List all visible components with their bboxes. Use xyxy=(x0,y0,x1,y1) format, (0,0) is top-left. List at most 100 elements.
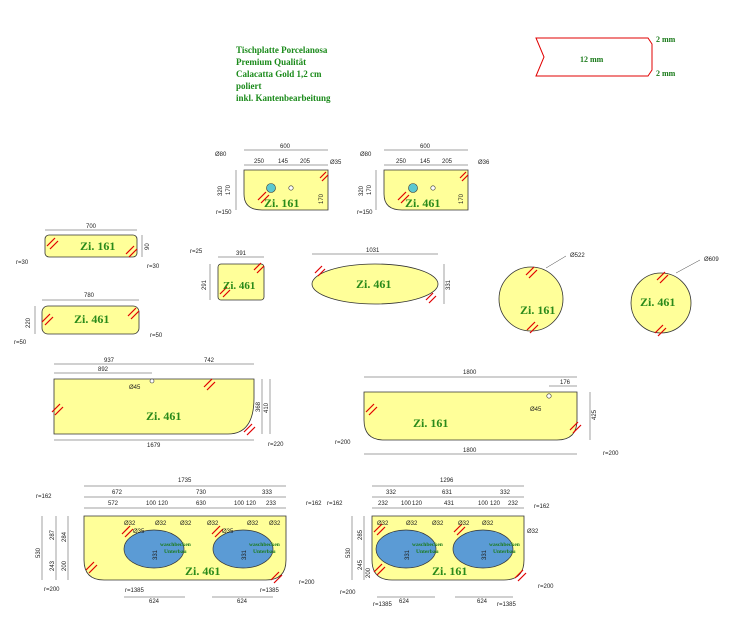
p1-hole2-label: Ø35 xyxy=(330,160,342,166)
p12-v2-label: 285 xyxy=(358,529,364,540)
edge-chamfer-bottom-label: 2 mm xyxy=(656,69,676,78)
p11-bottom2-label: 624 xyxy=(237,599,248,605)
p10-top-width-label: 1800 xyxy=(463,370,477,376)
p11-hole-5-label: Ø32 xyxy=(247,521,259,527)
p2-radius-label: r=150 xyxy=(357,210,373,216)
p9-room-label: Zi. 461 xyxy=(146,409,181,423)
p1-h3-label: 170 xyxy=(319,193,325,204)
p7-dia-label: Ø609 xyxy=(704,257,719,263)
p12-hole-4-label: Ø32 xyxy=(458,521,470,527)
p4-room-label: Zi. 461 xyxy=(223,280,255,292)
p11-basin1-text2: Unterbau xyxy=(164,549,187,555)
p6-room-label: Zi. 161 xyxy=(520,303,555,317)
basin-1 xyxy=(375,529,437,569)
p1-width-label: 600 xyxy=(280,144,291,150)
p11-radius-basin2-label: r=1385 xyxy=(260,588,280,594)
p11-d2-label: 730 xyxy=(196,490,207,496)
p11-total-label: 1735 xyxy=(178,478,192,484)
spec-line-finish: poliert xyxy=(236,81,262,91)
p12-s5-label: 100 xyxy=(478,501,489,507)
slab-piece-4: 391 291 r=25 Zi. 461 xyxy=(190,249,265,301)
p11-s6-label: 120 xyxy=(246,501,257,507)
p9-hole-offset-label: 892 xyxy=(98,367,109,373)
p10-hole-label: Ø45 xyxy=(530,407,542,413)
p2-hole2-label: Ø36 xyxy=(478,160,490,166)
p11-v4-label: 243 xyxy=(50,560,56,571)
p11-s1-label: 572 xyxy=(108,501,119,507)
p12-radius-right-label: r=200 xyxy=(538,584,554,590)
p11-radius-top-right-label: r=162 xyxy=(306,501,322,507)
basin-2 xyxy=(212,529,274,569)
p12-radius-basin1-label: r=1385 xyxy=(373,602,393,608)
p2-h2-label: 170 xyxy=(367,184,373,195)
p11-hole-1-label: Ø32 xyxy=(124,521,136,527)
p10-room-label: Zi. 161 xyxy=(413,416,448,430)
slab-piece-12: 1296 332 631 332 232 100 120 431 100 120… xyxy=(327,478,554,608)
p5-height-label: 331 xyxy=(446,279,452,290)
p12-v3-label: 245 xyxy=(358,559,364,570)
p12-basin1-h-label: 331 xyxy=(405,549,411,560)
faucet-hole-icon xyxy=(408,183,418,193)
p1-h2-label: 170 xyxy=(226,184,232,195)
p11-basin2-text2: Unterbau xyxy=(253,549,276,555)
p1-radius-label: r=150 xyxy=(216,210,232,216)
slab-piece-2: 600 250 145 205 Ø80 Ø36 r=150 320 170 17… xyxy=(357,144,490,216)
slab-piece-3: 700 90 r=30 r=30 Zi. 161 xyxy=(16,224,160,270)
p10-radius-right-label: r=200 xyxy=(603,451,619,457)
spec-line-edge: inkl. Kantenbearbeitung xyxy=(236,93,331,103)
p11-d1-label: 672 xyxy=(112,490,123,496)
p10-bottom-width-label: 1800 xyxy=(463,448,477,454)
p11-hole-3-label: Ø32 xyxy=(180,521,192,527)
spec-line-product: Tischplatte Porcelanosa xyxy=(236,45,328,55)
slab-piece-1: 600 250 145 205 Ø80 Ø35 r=150 320 170 17… xyxy=(215,144,342,216)
p2-dim3-label: 205 xyxy=(442,159,453,165)
p11-v2-label: 287 xyxy=(50,529,56,540)
p2-room-label: Zi. 461 xyxy=(405,196,440,210)
p10-hole-offset-label: 176 xyxy=(560,380,571,386)
slab-piece-5: 1031 331 Zi. 461 xyxy=(311,248,452,305)
p9-hole-label: Ø45 xyxy=(129,385,141,391)
slab-piece-7: Ø609 Zi. 461 xyxy=(630,257,719,337)
p12-basin1-text2: Unterbau xyxy=(416,549,439,555)
p1-dim2-label: 145 xyxy=(278,159,289,165)
p10-height-label: 425 xyxy=(592,409,598,420)
p3-height-label: 90 xyxy=(145,243,151,250)
spec-line-quality: Premium Qualität xyxy=(236,57,307,67)
p2-hole1-label: Ø80 xyxy=(360,152,372,158)
p12-s6-label: 120 xyxy=(490,501,501,507)
basin-1 xyxy=(123,529,185,569)
drain-hole-icon xyxy=(430,185,436,191)
p1-hole1-label: Ø80 xyxy=(215,152,227,158)
p1-dim3-label: 205 xyxy=(300,159,311,165)
drain-hole-icon xyxy=(288,185,294,191)
p8-width-label: 780 xyxy=(84,293,95,299)
p11-radius-right-label: r=200 xyxy=(299,580,315,586)
p11-bottom1-label: 624 xyxy=(149,599,160,605)
slab-piece-9: 937 742 892 Ø45 1679 368 410 r=220 Zi. 4… xyxy=(51,358,284,449)
p4-radius-label: r=25 xyxy=(190,249,203,255)
edge-thickness-label: 12 mm xyxy=(580,55,604,64)
p11-s5-label: 100 xyxy=(234,501,245,507)
p2-dim2-label: 145 xyxy=(420,159,431,165)
p11-s4-label: 630 xyxy=(196,501,207,507)
p12-s3-label: 120 xyxy=(412,501,423,507)
p4-height-label: 291 xyxy=(202,279,208,290)
p3-radius-right-label: r=30 xyxy=(147,264,160,270)
p9-h1-label: 368 xyxy=(256,401,262,412)
slab-piece-6: Ø522 Zi. 161 xyxy=(498,253,585,334)
p11-s3-label: 120 xyxy=(158,501,169,507)
p9-h2-label: 410 xyxy=(264,402,270,413)
p12-basin2-text2: Unterbau xyxy=(493,549,516,555)
p11-hole-small-1-label: Ø35 xyxy=(133,529,145,535)
p11-hole-6-label: Ø32 xyxy=(269,521,281,527)
p12-hole-2-label: Ø32 xyxy=(406,521,418,527)
p12-radius-top-right-label: r=162 xyxy=(534,504,550,510)
p5-width-label: 1031 xyxy=(366,248,380,254)
p11-basin2-text1: waschbecken xyxy=(249,542,280,548)
p2-dim1-label: 250 xyxy=(396,159,407,165)
p12-basin2-text1: waschbecken xyxy=(489,542,520,548)
p12-radius-basin2-label: r=1385 xyxy=(497,602,517,608)
p11-radius-basin1-label: r=1385 xyxy=(125,588,145,594)
basin-2 xyxy=(452,529,514,569)
p12-d1-label: 332 xyxy=(386,490,397,496)
